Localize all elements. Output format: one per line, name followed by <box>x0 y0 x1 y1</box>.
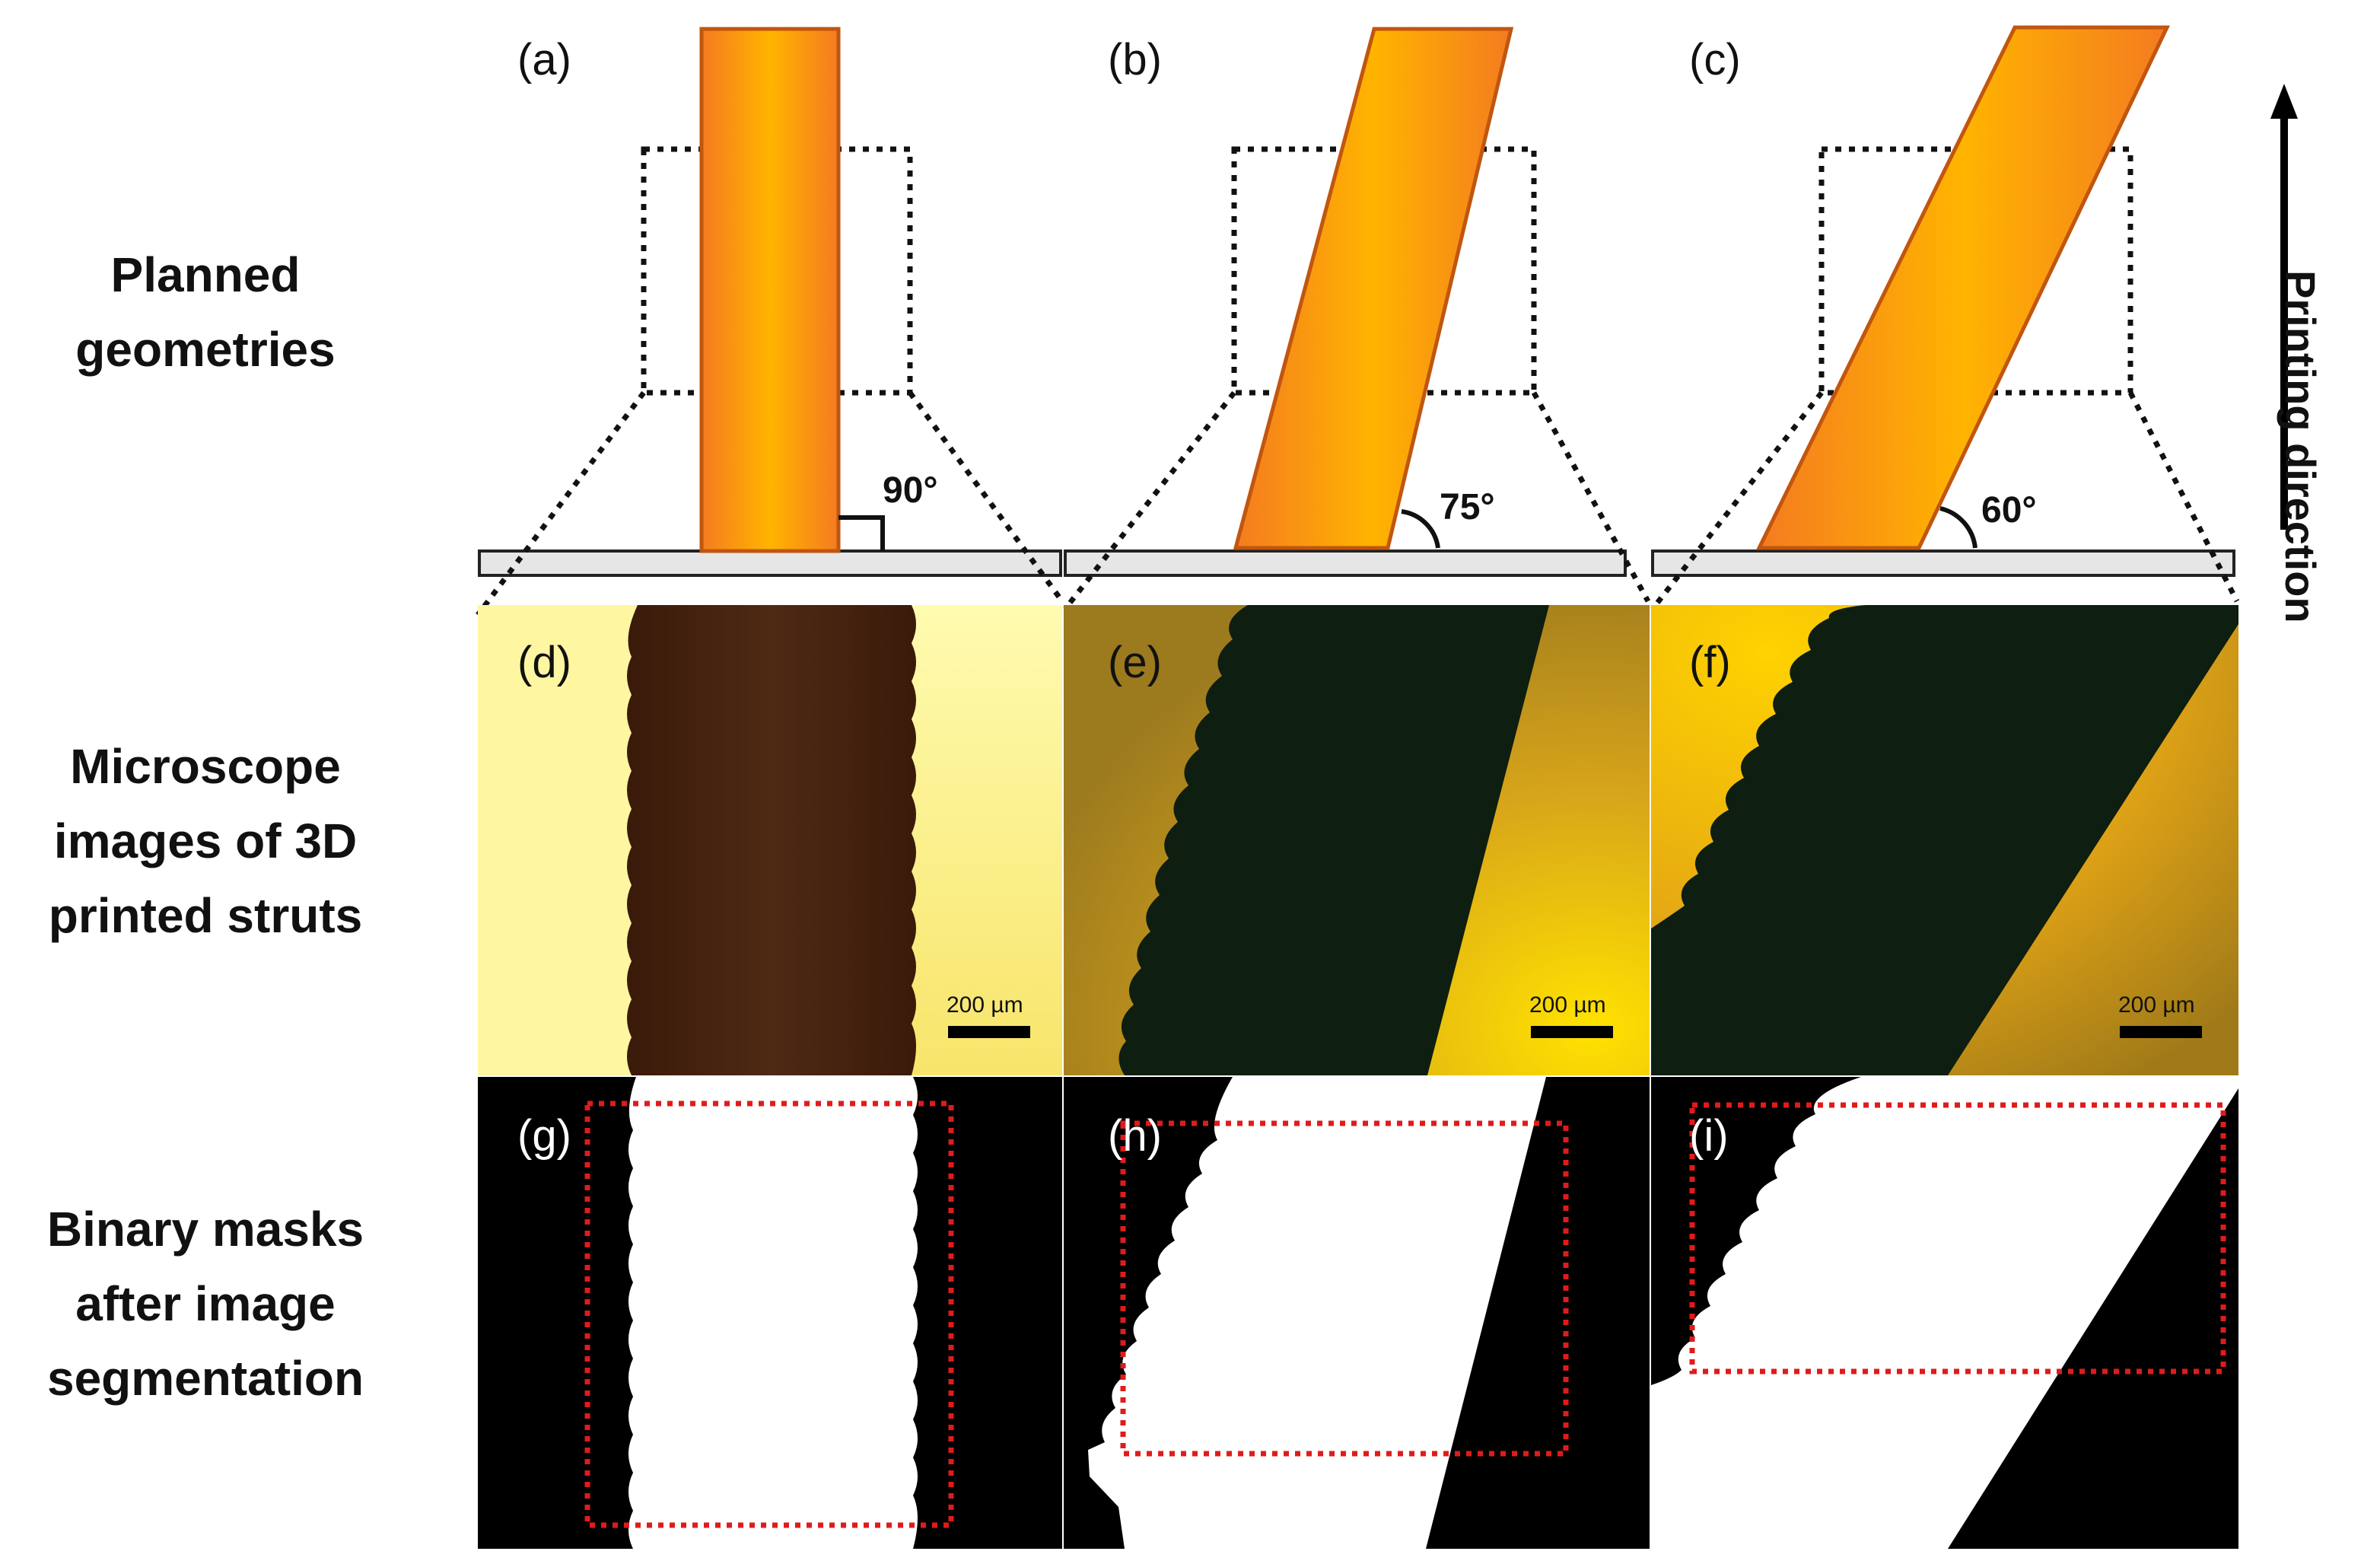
row-label-masks-line2: after image <box>75 1276 336 1331</box>
roi-box-h <box>1120 1120 1569 1457</box>
angle-marker-c <box>1939 506 1978 549</box>
scale-bar-e <box>1531 1026 1613 1038</box>
row-label-microscope-line1: Microscope <box>70 739 341 794</box>
row-label-microscope: Microscope images of 3D printed struts <box>0 729 411 953</box>
scale-bar-f <box>2120 1026 2202 1038</box>
angle-label-b: 75° <box>1440 487 1495 527</box>
microscope-image-d <box>478 605 1062 1075</box>
mask-strut-h <box>1088 1077 1546 1549</box>
panel-label-e: (e) <box>1108 638 1162 687</box>
substrate-a <box>478 549 1062 577</box>
panel-b <box>1063 27 1651 611</box>
strut-e <box>1118 605 1549 1075</box>
row-label-microscope-line2: images of 3D <box>53 814 358 868</box>
panel-a <box>476 27 1064 617</box>
panel-label-d: (d) <box>517 638 571 687</box>
strut-f <box>1651 605 2238 1075</box>
microscope-image-f <box>1651 605 2238 1075</box>
zoom-line-a-right <box>908 390 1064 604</box>
panel-label-g: (g) <box>517 1111 571 1161</box>
scale-bar-label-d: 200 µm <box>947 992 1023 1018</box>
mask-image-i <box>1651 1077 2238 1549</box>
scale-bar-label-e: 200 µm <box>1529 992 1606 1018</box>
panel-label-f: (f) <box>1689 638 1731 687</box>
zoom-line-c-left <box>1650 390 1824 611</box>
angle-label-c: 60° <box>1981 490 2037 530</box>
mask-strut-i <box>1651 1077 2238 1549</box>
angle-label-a: 90° <box>883 470 938 511</box>
row-label-masks-line3: segmentation <box>46 1351 364 1406</box>
panel-label-a: (a) <box>517 35 571 84</box>
mask-image-h <box>1064 1077 1650 1549</box>
row-label-masks: Binary masks after image segmentation <box>0 1192 411 1416</box>
roi-box-i <box>1689 1102 2226 1374</box>
microscope-image-e <box>1064 605 1650 1075</box>
angle-marker-b <box>1401 509 1440 549</box>
zoom-line-a-left <box>476 390 646 617</box>
substrate-b <box>1064 549 1627 577</box>
panel-label-i: (i) <box>1689 1111 1729 1161</box>
panel-label-b: (b) <box>1108 35 1162 84</box>
roi-box-g <box>584 1101 954 1528</box>
zoom-line-b-left <box>1063 390 1236 611</box>
mask-image-g <box>478 1077 1062 1549</box>
substrate-c <box>1651 549 2235 577</box>
mask-strut-g <box>628 1077 918 1549</box>
row-label-masks-line1: Binary masks <box>46 1202 364 1257</box>
row-label-planned-line1: Planned <box>110 247 301 302</box>
row-label-microscope-line3: printed struts <box>48 888 363 943</box>
zoom-line-c-right <box>2127 391 2240 603</box>
planned-strut-b <box>1233 27 1514 550</box>
panel-c <box>1650 25 2240 611</box>
zoom-box-b <box>1231 146 1537 396</box>
printing-direction-label: Printing direction <box>2277 270 2324 623</box>
scale-bar-d <box>948 1026 1030 1038</box>
planned-strut-a <box>699 27 841 553</box>
panel-label-c: (c) <box>1689 35 1741 84</box>
row-label-planned-line2: geometries <box>75 322 336 377</box>
zoom-box-a <box>641 146 913 396</box>
scale-bar-label-f: 200 µm <box>2118 992 2195 1018</box>
planned-strut-c <box>1755 25 2170 550</box>
strut-d <box>627 605 916 1075</box>
panel-label-h: (h) <box>1108 1111 1162 1161</box>
printing-direction-arrow <box>2270 84 2298 530</box>
row-label-planned: Planned geometries <box>0 237 411 387</box>
angle-marker-a <box>838 515 885 551</box>
